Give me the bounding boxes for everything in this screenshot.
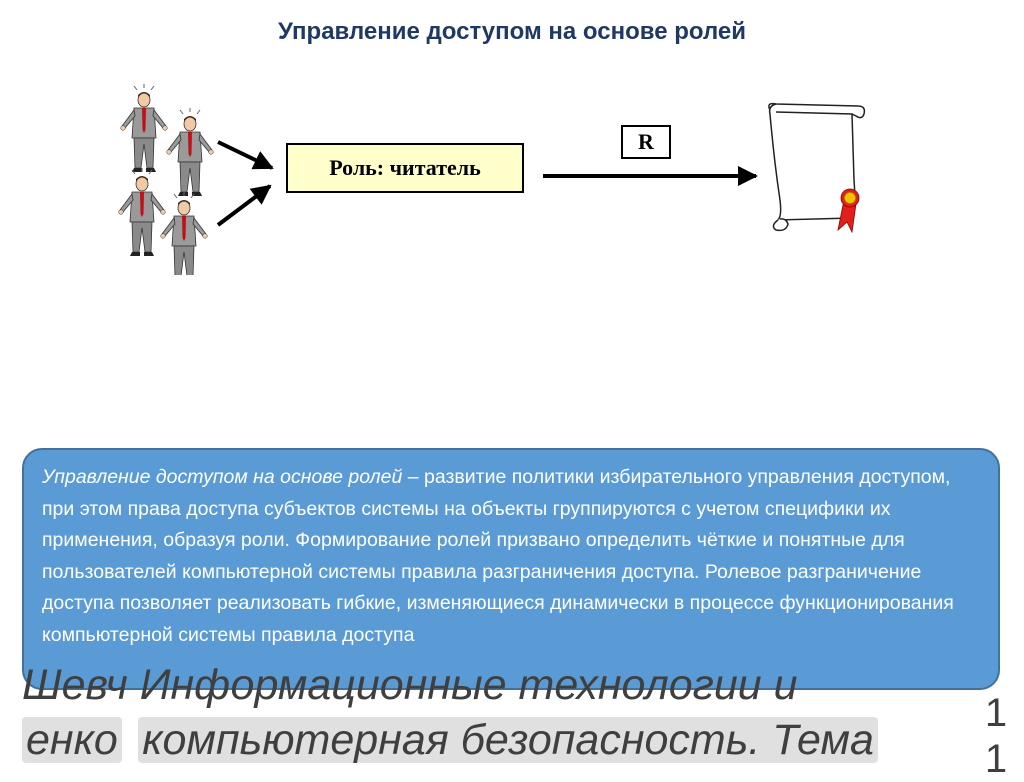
permission-box: R [621, 125, 671, 159]
description-text: – развитие политики избирательного управ… [42, 466, 954, 646]
document-scroll-icon [752, 100, 882, 235]
footer-course-title-tail: компьютерная безопасность. Тема [138, 717, 878, 763]
footer-course-line1: Шевч Информационные технологии и [22, 660, 922, 710]
footer-course-line2: енко компьютерная безопасность. Тема [22, 717, 982, 765]
description-panel: Управление доступом на основе ролей – ра… [22, 448, 1000, 690]
role-box: Роль: читатель [286, 143, 524, 193]
users-group-icon [110, 80, 230, 275]
slide-number: 1 1 [976, 690, 1016, 782]
description-term: Управление доступом на основе ролей [42, 466, 402, 488]
page-title: Управление доступом на основе ролей [0, 18, 1024, 46]
footer-author-tail: енко [22, 717, 122, 763]
